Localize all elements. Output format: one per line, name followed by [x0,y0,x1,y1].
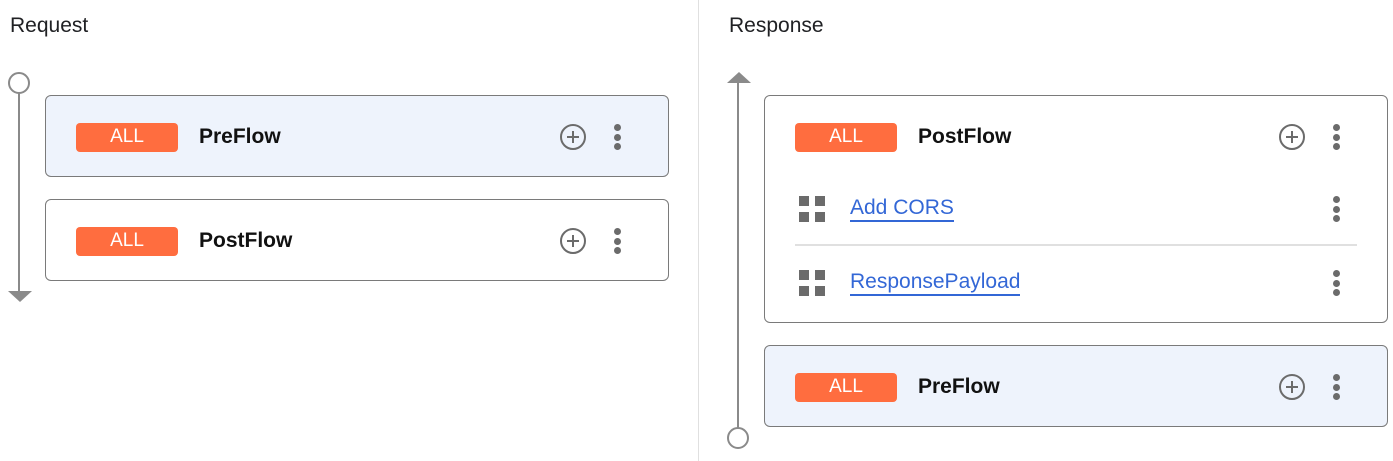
flow-title: PostFlow [199,229,293,252]
timeline-start-circle-icon [8,72,30,94]
timeline-end-circle-icon [727,427,749,449]
arrow-up-icon [727,72,751,83]
policy-grid-icon [799,270,825,296]
response-timeline-line [737,82,739,428]
request-postflow-card[interactable]: ALL PostFlow [45,199,669,281]
step-more-options-icon[interactable] [1332,196,1340,222]
add-step-icon[interactable] [1279,374,1305,400]
more-options-icon[interactable] [613,124,621,150]
add-step-icon[interactable] [560,124,586,150]
add-step-icon[interactable] [1279,124,1305,150]
request-timeline-line [18,93,20,293]
response-title: Response [729,14,824,37]
more-options-icon[interactable] [1332,124,1340,150]
panel-divider [698,0,699,461]
request-title: Request [10,14,89,37]
more-options-icon[interactable] [613,228,621,254]
step-row: Add CORS [765,189,1387,229]
response-postflow-card[interactable]: ALL PostFlow Add CORS ResponsePayload [764,95,1388,323]
method-badge: ALL [795,122,897,152]
method-badge: ALL [76,226,178,256]
method-badge: ALL [76,122,178,152]
policy-grid-icon [799,196,825,222]
method-badge: ALL [795,372,897,402]
step-row: ResponsePayload [765,263,1387,303]
add-step-icon[interactable] [560,228,586,254]
step-link[interactable]: ResponsePayload [850,270,1021,296]
flow-title: PostFlow [918,125,1012,148]
flow-title: PreFlow [918,375,1000,398]
more-options-icon[interactable] [1332,374,1340,400]
flow-title: PreFlow [199,125,281,148]
step-divider [795,244,1357,246]
request-preflow-card[interactable]: ALL PreFlow [45,95,669,177]
arrow-down-icon [8,291,32,302]
step-more-options-icon[interactable] [1332,270,1340,296]
response-preflow-card[interactable]: ALL PreFlow [764,345,1388,427]
step-link[interactable]: Add CORS [850,196,954,222]
